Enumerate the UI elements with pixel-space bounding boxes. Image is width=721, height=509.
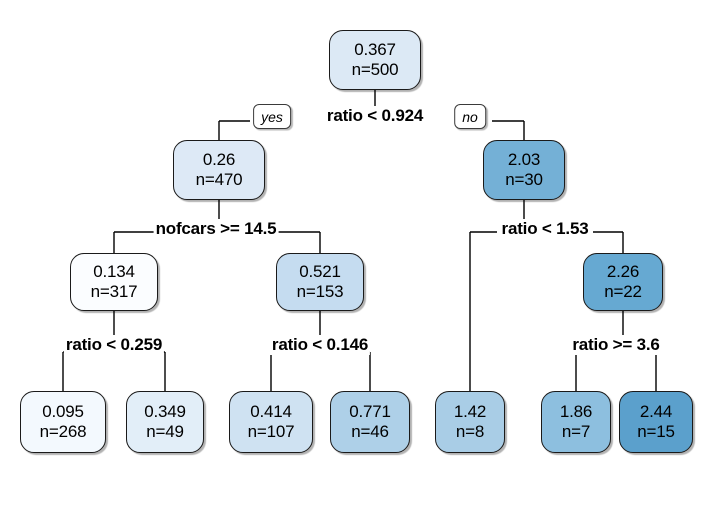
node-value: 0.414 [250,402,292,422]
node-value: 1.42 [453,402,487,422]
node-value: 0.367 [354,40,396,60]
branch-yes-label: yes [253,104,291,129]
node-value: 0.521 [299,262,341,282]
node-count: n=470 [195,169,243,189]
split-label: ratio < 1.53 [499,219,591,239]
node-value: 0.095 [42,402,84,422]
node-count: n=7 [561,421,591,441]
split-label: ratio < 0.146 [269,335,371,355]
node-value: 2.03 [507,150,541,170]
node-value: 0.771 [349,402,391,422]
node-count: n=107 [247,421,295,441]
split-label: ratio < 0.259 [63,335,165,355]
node-value: 1.86 [559,402,593,422]
branch-no-label: no [454,104,486,129]
node-count: n=317 [90,281,138,301]
node-count: n=153 [296,281,344,301]
node-count: n=15 [637,421,675,441]
node-value: 0.26 [202,150,236,170]
split-label: ratio >= 3.6 [570,335,662,355]
node-count: n=268 [39,421,87,441]
node-value: 0.349 [144,402,186,422]
node-count: n=46 [351,421,389,441]
node-value: 2.26 [606,262,640,282]
node-count: n=500 [351,59,399,79]
node-count: n=49 [146,421,184,441]
split-label: ratio < 0.924 [324,106,426,126]
node-count: n=8 [455,421,485,441]
node-value: 2.44 [639,402,673,422]
node-count: n=30 [505,169,543,189]
split-label: nofcars >= 14.5 [153,219,279,239]
node-count: n=22 [604,281,642,301]
node-value: 0.134 [93,262,135,282]
